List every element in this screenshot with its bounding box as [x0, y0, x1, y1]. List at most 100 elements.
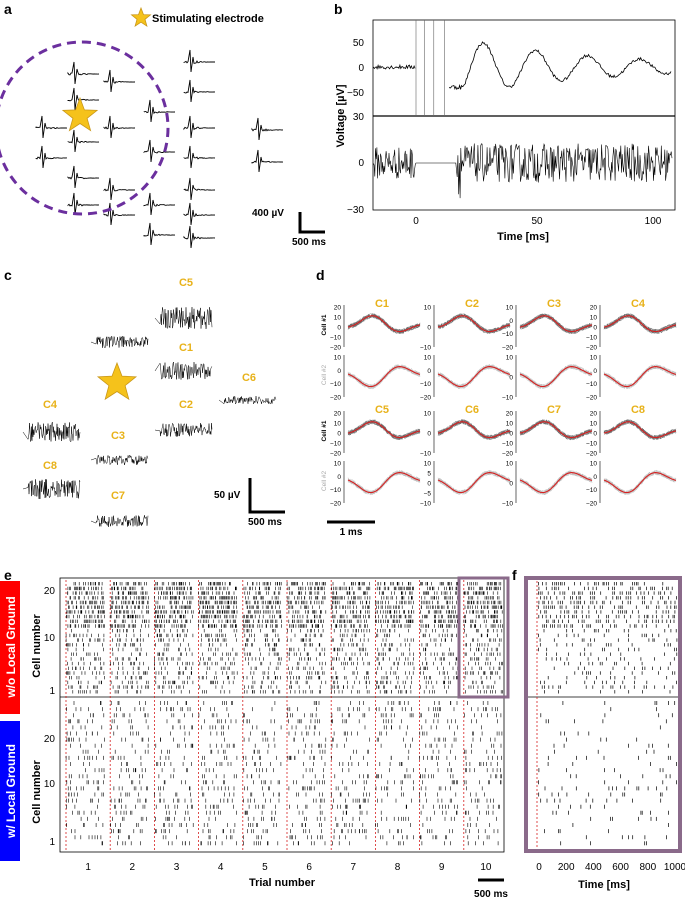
mean-waveform — [437, 472, 511, 494]
cell-label-c2: C2 — [179, 399, 193, 411]
ytick-d: 10 — [506, 421, 514, 428]
raster-frame-e — [59, 577, 505, 853]
ytick-d: 0 — [593, 431, 597, 438]
ylabel-b: Voltage [µV] — [335, 84, 347, 147]
ytick-d: 10 — [590, 461, 598, 468]
legend-star-icon — [130, 6, 152, 28]
cell-label-c1: C1 — [179, 342, 193, 354]
electrode-trace — [251, 149, 284, 173]
ytick-d: 0 — [509, 318, 513, 325]
cell-trace — [22, 479, 81, 499]
xtick-0: 0 — [413, 216, 419, 227]
ytick-d: −10 — [420, 381, 431, 388]
cell2-label: Cell #2 — [321, 470, 328, 491]
cell-label-d: C5 — [375, 404, 389, 416]
ylabel-e-bottom: Cell number — [31, 760, 43, 824]
cell-label-c3: C3 — [111, 430, 125, 442]
cell-label-d: C1 — [375, 298, 389, 310]
mean-waveform — [347, 472, 421, 494]
panel-c: C5 C1 C2 C6 C4 C3 C8 C7 50 µV 500 ms — [22, 277, 285, 528]
ytick-d: 0 — [509, 431, 513, 438]
ytick-d: 10 — [424, 411, 432, 418]
cell1-label: Cell #1 — [321, 420, 328, 441]
ytick-d: −20 — [586, 395, 597, 402]
ytick-d: 10 — [590, 421, 598, 428]
label-with-local-ground: w/ Local Ground — [4, 744, 18, 839]
ytick-d: −10 — [586, 487, 597, 494]
cell1-label: Cell #1 — [321, 314, 328, 335]
ytick-d: −10 — [586, 441, 597, 448]
waveform-trace — [347, 313, 421, 335]
scale-time-c: 500 ms — [248, 517, 282, 528]
plot-frame-b — [372, 19, 676, 211]
label-without-local-ground: w/o Local Ground — [4, 596, 18, 698]
ytick-d: 0 — [337, 325, 341, 332]
ytick-d: −10 — [502, 501, 513, 508]
electrode-trace — [143, 139, 176, 163]
electrode-trace — [183, 145, 216, 169]
highlight-trial-10 — [457, 576, 510, 699]
cell-label-d: C4 — [631, 298, 646, 310]
waveform-trace — [603, 314, 677, 333]
electrode-trace — [183, 115, 215, 139]
cell-trace — [154, 422, 213, 438]
scale-time-d: 1 ms — [340, 527, 363, 538]
ytick-bottom-30: 30 — [353, 112, 365, 123]
panel-label-b: b — [334, 1, 343, 17]
trial-label: 4 — [218, 862, 224, 873]
ytick-d: −10 — [420, 451, 431, 458]
electrode-trace — [67, 61, 100, 85]
mean-waveform — [603, 472, 677, 494]
ytick-d: 5 — [427, 471, 431, 478]
ytick-d: 0 — [427, 431, 431, 438]
cell-label-d: C7 — [547, 404, 561, 416]
ytick-d: −10 — [586, 335, 597, 342]
mean-waveform — [603, 315, 677, 333]
waveform-trace — [603, 420, 677, 440]
ytick-d: −20 — [420, 395, 431, 402]
xtick-50: 50 — [531, 216, 543, 227]
ytick-d: −10 — [330, 487, 341, 494]
waveform-trace — [603, 471, 677, 495]
condition-bar-with-ground — [0, 721, 20, 861]
zoom-frame-f — [524, 576, 682, 853]
ytick-d: 0 — [593, 474, 597, 481]
xtick-100: 100 — [645, 216, 662, 227]
mean-waveform — [603, 366, 677, 388]
mean-waveform — [519, 472, 593, 494]
waveform-trace — [603, 419, 677, 441]
waveform-trace — [347, 364, 421, 390]
scale-voltage-c: 50 µV — [214, 490, 241, 501]
ytick-d: 10 — [590, 315, 598, 322]
panel-label-e: e — [4, 567, 12, 583]
cell-traces-c — [22, 307, 277, 527]
waveform-trace — [437, 419, 511, 440]
electrode-trace — [143, 222, 176, 246]
ytick-e-top-20: 20 — [44, 586, 56, 597]
electrode-trace — [103, 177, 136, 201]
ytick-d: −10 — [330, 441, 341, 448]
ytick-d: 10 — [424, 461, 432, 468]
ytick-bottom-0: 0 — [358, 158, 364, 169]
mean-waveform — [347, 421, 421, 439]
ytick-d: 10 — [334, 421, 342, 428]
voltage-trace-top — [372, 41, 672, 91]
trial-label: 6 — [306, 862, 312, 873]
panel-label-f: f — [512, 567, 517, 583]
ytick-d: −10 — [502, 331, 513, 338]
scale-bar-a — [298, 212, 325, 234]
ytick-d: −10 — [330, 381, 341, 388]
ytick-d: 10 — [334, 315, 342, 322]
ytick-d: 0 — [509, 375, 513, 382]
ytick-d: −20 — [502, 345, 513, 352]
ytick-top-0: 0 — [358, 63, 364, 74]
ytick-d: −20 — [330, 451, 341, 458]
ytick-d: 10 — [424, 355, 432, 362]
cell-label-c5: C5 — [179, 277, 193, 289]
scale-bar-c — [248, 478, 285, 514]
ylabel-e-top: Cell number — [31, 614, 43, 678]
